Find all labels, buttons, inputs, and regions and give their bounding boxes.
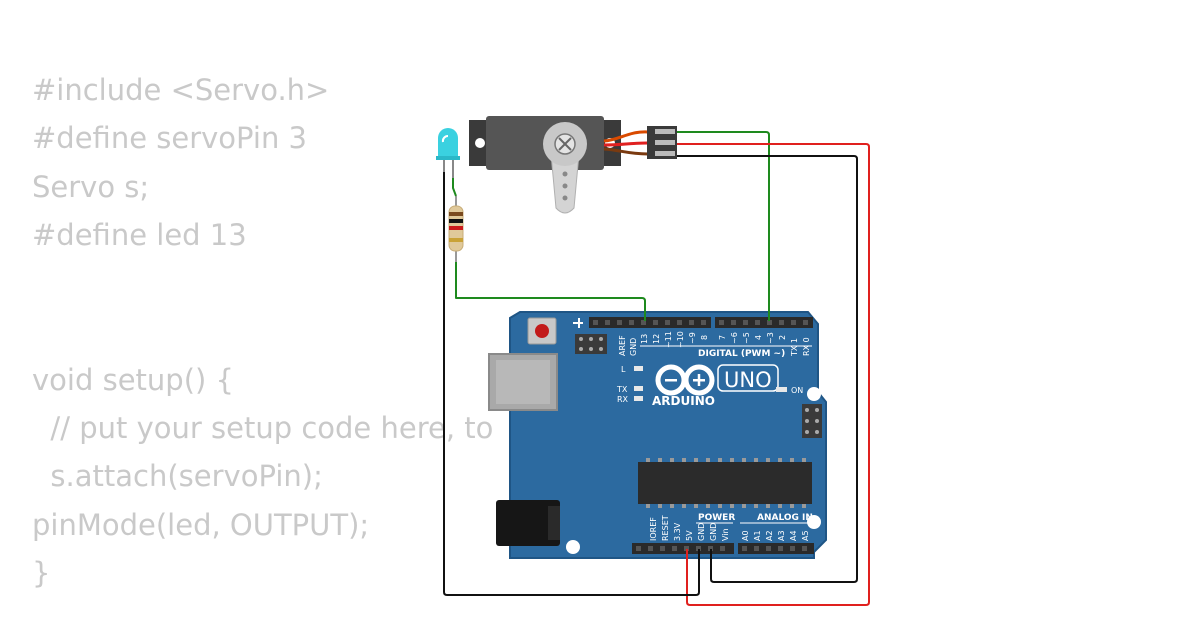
resistor[interactable] xyxy=(448,196,464,262)
svg-text:5V: 5V xyxy=(685,530,694,541)
uno-badge xyxy=(717,364,779,392)
code-snippet: #include <Servo.h> #define servoPin 3 Serv… xyxy=(32,66,493,597)
wire-servo-signal-to-pin3 xyxy=(677,131,770,321)
led-lens xyxy=(438,128,458,156)
code-line: #define led 13 xyxy=(32,217,247,252)
pin-label-11: ~11 xyxy=(664,331,673,348)
pin-label-12: 12 xyxy=(652,334,661,344)
l-led xyxy=(634,366,643,371)
usb-connector-inner xyxy=(496,360,550,404)
code-line: // put your setup code here, to xyxy=(32,411,494,446)
reset-button-cap xyxy=(535,324,549,338)
arduino-brand-text: ARDUINO xyxy=(652,394,715,408)
uno-model-text: UNO xyxy=(724,368,772,392)
pin-label-gnd: GND xyxy=(629,338,638,356)
svg-text:A2: A2 xyxy=(765,530,774,541)
mounting-hole xyxy=(807,515,821,529)
on-led-label: ON xyxy=(791,386,803,395)
svg-text:A5: A5 xyxy=(801,530,810,541)
code-line: Servo s; xyxy=(32,169,150,204)
pin-label-6: ~6 xyxy=(730,332,739,344)
svg-text:IOREF: IOREF xyxy=(649,517,658,541)
resistor-band xyxy=(449,238,463,242)
bottom-header-holes xyxy=(636,546,807,551)
pin-label-aref: AREF xyxy=(618,335,627,356)
pin-label-7: 7 xyxy=(718,335,727,340)
dc-power-jack-face xyxy=(548,506,560,540)
led-component[interactable] xyxy=(436,128,460,178)
rx-led xyxy=(634,396,643,401)
resistor-band xyxy=(449,212,463,216)
wire-resistor-to-pin13 xyxy=(455,262,646,321)
silk-mark xyxy=(578,318,580,328)
code-line: } xyxy=(32,555,51,590)
svg-text:A4: A4 xyxy=(789,530,798,541)
pin-label-8: 8 xyxy=(700,335,709,340)
svg-text:3.3V: 3.3V xyxy=(673,522,682,541)
svg-text:GND: GND xyxy=(709,523,718,541)
code-line: pinMode(led, OUTPUT); xyxy=(32,507,370,542)
code-line: s.attach(servoPin); xyxy=(32,459,323,494)
on-led xyxy=(776,387,787,392)
chip-pins xyxy=(646,458,806,508)
code-line: void setup() { xyxy=(32,362,234,397)
pin-label-3: ~3 xyxy=(766,332,775,344)
rx-led-label: RX xyxy=(617,395,629,404)
icsp-header-top xyxy=(575,334,607,354)
analog-header-label: ANALOG IN xyxy=(757,513,813,523)
code-line: #define servoPin 3 xyxy=(32,121,307,156)
pin-label-9: ~9 xyxy=(688,332,697,344)
pin-label-13: 13 xyxy=(640,334,649,344)
servo-cable xyxy=(603,130,649,156)
svg-text:A3: A3 xyxy=(777,530,786,541)
resistor-band xyxy=(449,226,463,230)
digital-pin-labels: AREF GND 13 12 ~11 ~10 ~9 8 7 ~6 ~5 4 ~3… xyxy=(618,331,811,357)
digital-header-left xyxy=(589,317,711,328)
digital-header-holes xyxy=(593,320,808,325)
atmega-chip xyxy=(638,462,812,504)
digital-header-label: DIGITAL (PWM ~) xyxy=(698,349,785,359)
pin-label-tx1: TX 1 xyxy=(790,338,799,357)
tx-led-label: TX xyxy=(616,385,628,394)
pin-label-rx0: RX 0 xyxy=(802,337,811,356)
resistor-band xyxy=(449,219,463,223)
power-header-label: POWER xyxy=(698,513,735,523)
mounting-hole xyxy=(807,387,821,401)
arduino-logo-icon xyxy=(655,364,715,396)
led-rim xyxy=(436,156,460,160)
wire-servo-gnd xyxy=(677,155,858,583)
pin-label-10: ~10 xyxy=(676,331,685,348)
servo-tab-hole xyxy=(475,138,485,148)
pin-label-2: 2 xyxy=(778,335,787,340)
l-led-label: L xyxy=(621,365,626,374)
analog-header xyxy=(738,543,814,554)
svg-text:GND: GND xyxy=(697,523,706,541)
svg-text:Vin: Vin xyxy=(721,528,730,541)
power-header xyxy=(632,543,734,554)
svg-text:RESET: RESET xyxy=(661,515,670,541)
digital-header-right xyxy=(715,317,813,328)
wire-led-to-resistor xyxy=(452,178,457,197)
code-line: #include <Servo.h> xyxy=(32,73,330,107)
power-pin-labels: IOREF RESET 3.3V 5V GND GND Vin xyxy=(649,515,730,541)
dc-power-jack xyxy=(496,500,560,546)
svg-text:A0: A0 xyxy=(741,530,750,541)
svg-text:A1: A1 xyxy=(753,530,762,541)
tx-led xyxy=(634,386,643,391)
wire-servo-5v xyxy=(677,143,870,606)
arduino-uno-board[interactable]: AREF GND 13 12 ~11 ~10 ~9 8 7 ~6 ~5 4 ~3… xyxy=(488,311,827,559)
wire-led-gnd xyxy=(443,172,700,596)
servo-motor[interactable] xyxy=(469,116,621,214)
mounting-hole xyxy=(566,540,580,554)
icsp-header-right xyxy=(802,404,822,438)
pin-label-5: ~5 xyxy=(742,332,751,344)
analog-pin-labels: A0 A1 A2 A3 A4 A5 xyxy=(741,530,810,541)
pin-label-4: 4 xyxy=(754,335,763,340)
